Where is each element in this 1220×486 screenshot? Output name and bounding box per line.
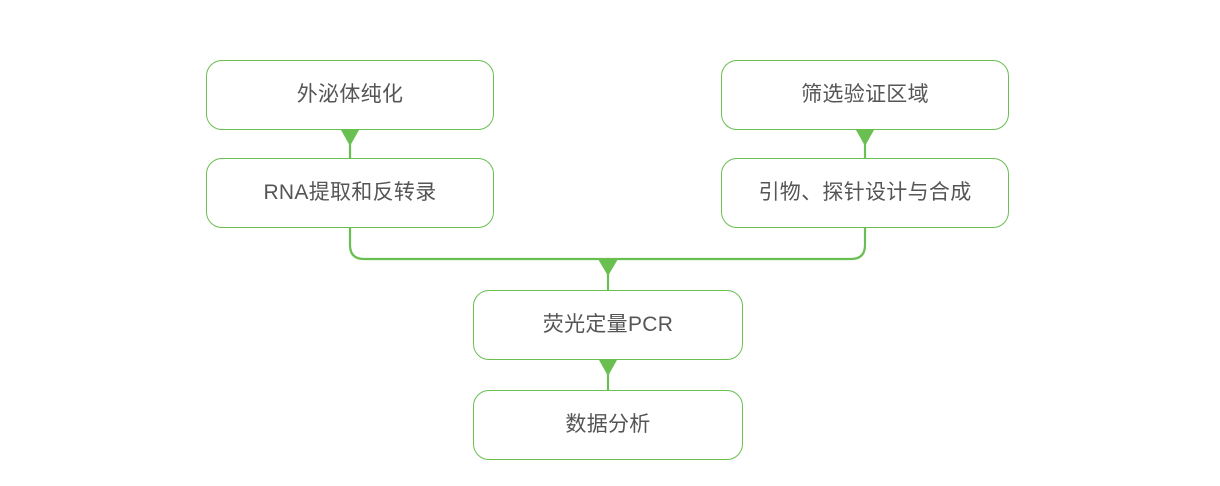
node-exosome-purification[interactable]: 外泌体纯化 [206,60,494,130]
node-label: 数据分析 [565,413,651,437]
node-primer-probe-design-synthesis[interactable]: 引物、探针设计与合成 [721,158,1009,228]
node-label: 荧光定量PCR [542,313,674,337]
edge-rna-to-merge [348,228,608,261]
edge-primer-to-merge [608,228,867,261]
edge-merge-to-pcr [598,259,618,290]
node-label: RNA提取和反转录 [263,181,437,205]
node-screening-validation-region[interactable]: 筛选验证区域 [721,60,1009,130]
edge-exosome-to-rna [341,130,359,158]
node-label: 外泌体纯化 [296,83,404,107]
edge-screening-to-primer [856,130,874,158]
node-rna-extraction-reverse-transcription[interactable]: RNA提取和反转录 [206,158,494,228]
node-data-analysis[interactable]: 数据分析 [473,390,743,460]
node-quantitative-pcr[interactable]: 荧光定量PCR [473,290,743,360]
edge-pcr-to-analysis [599,360,617,390]
node-label: 引物、探针设计与合成 [758,181,972,205]
node-label: 筛选验证区域 [801,83,929,107]
